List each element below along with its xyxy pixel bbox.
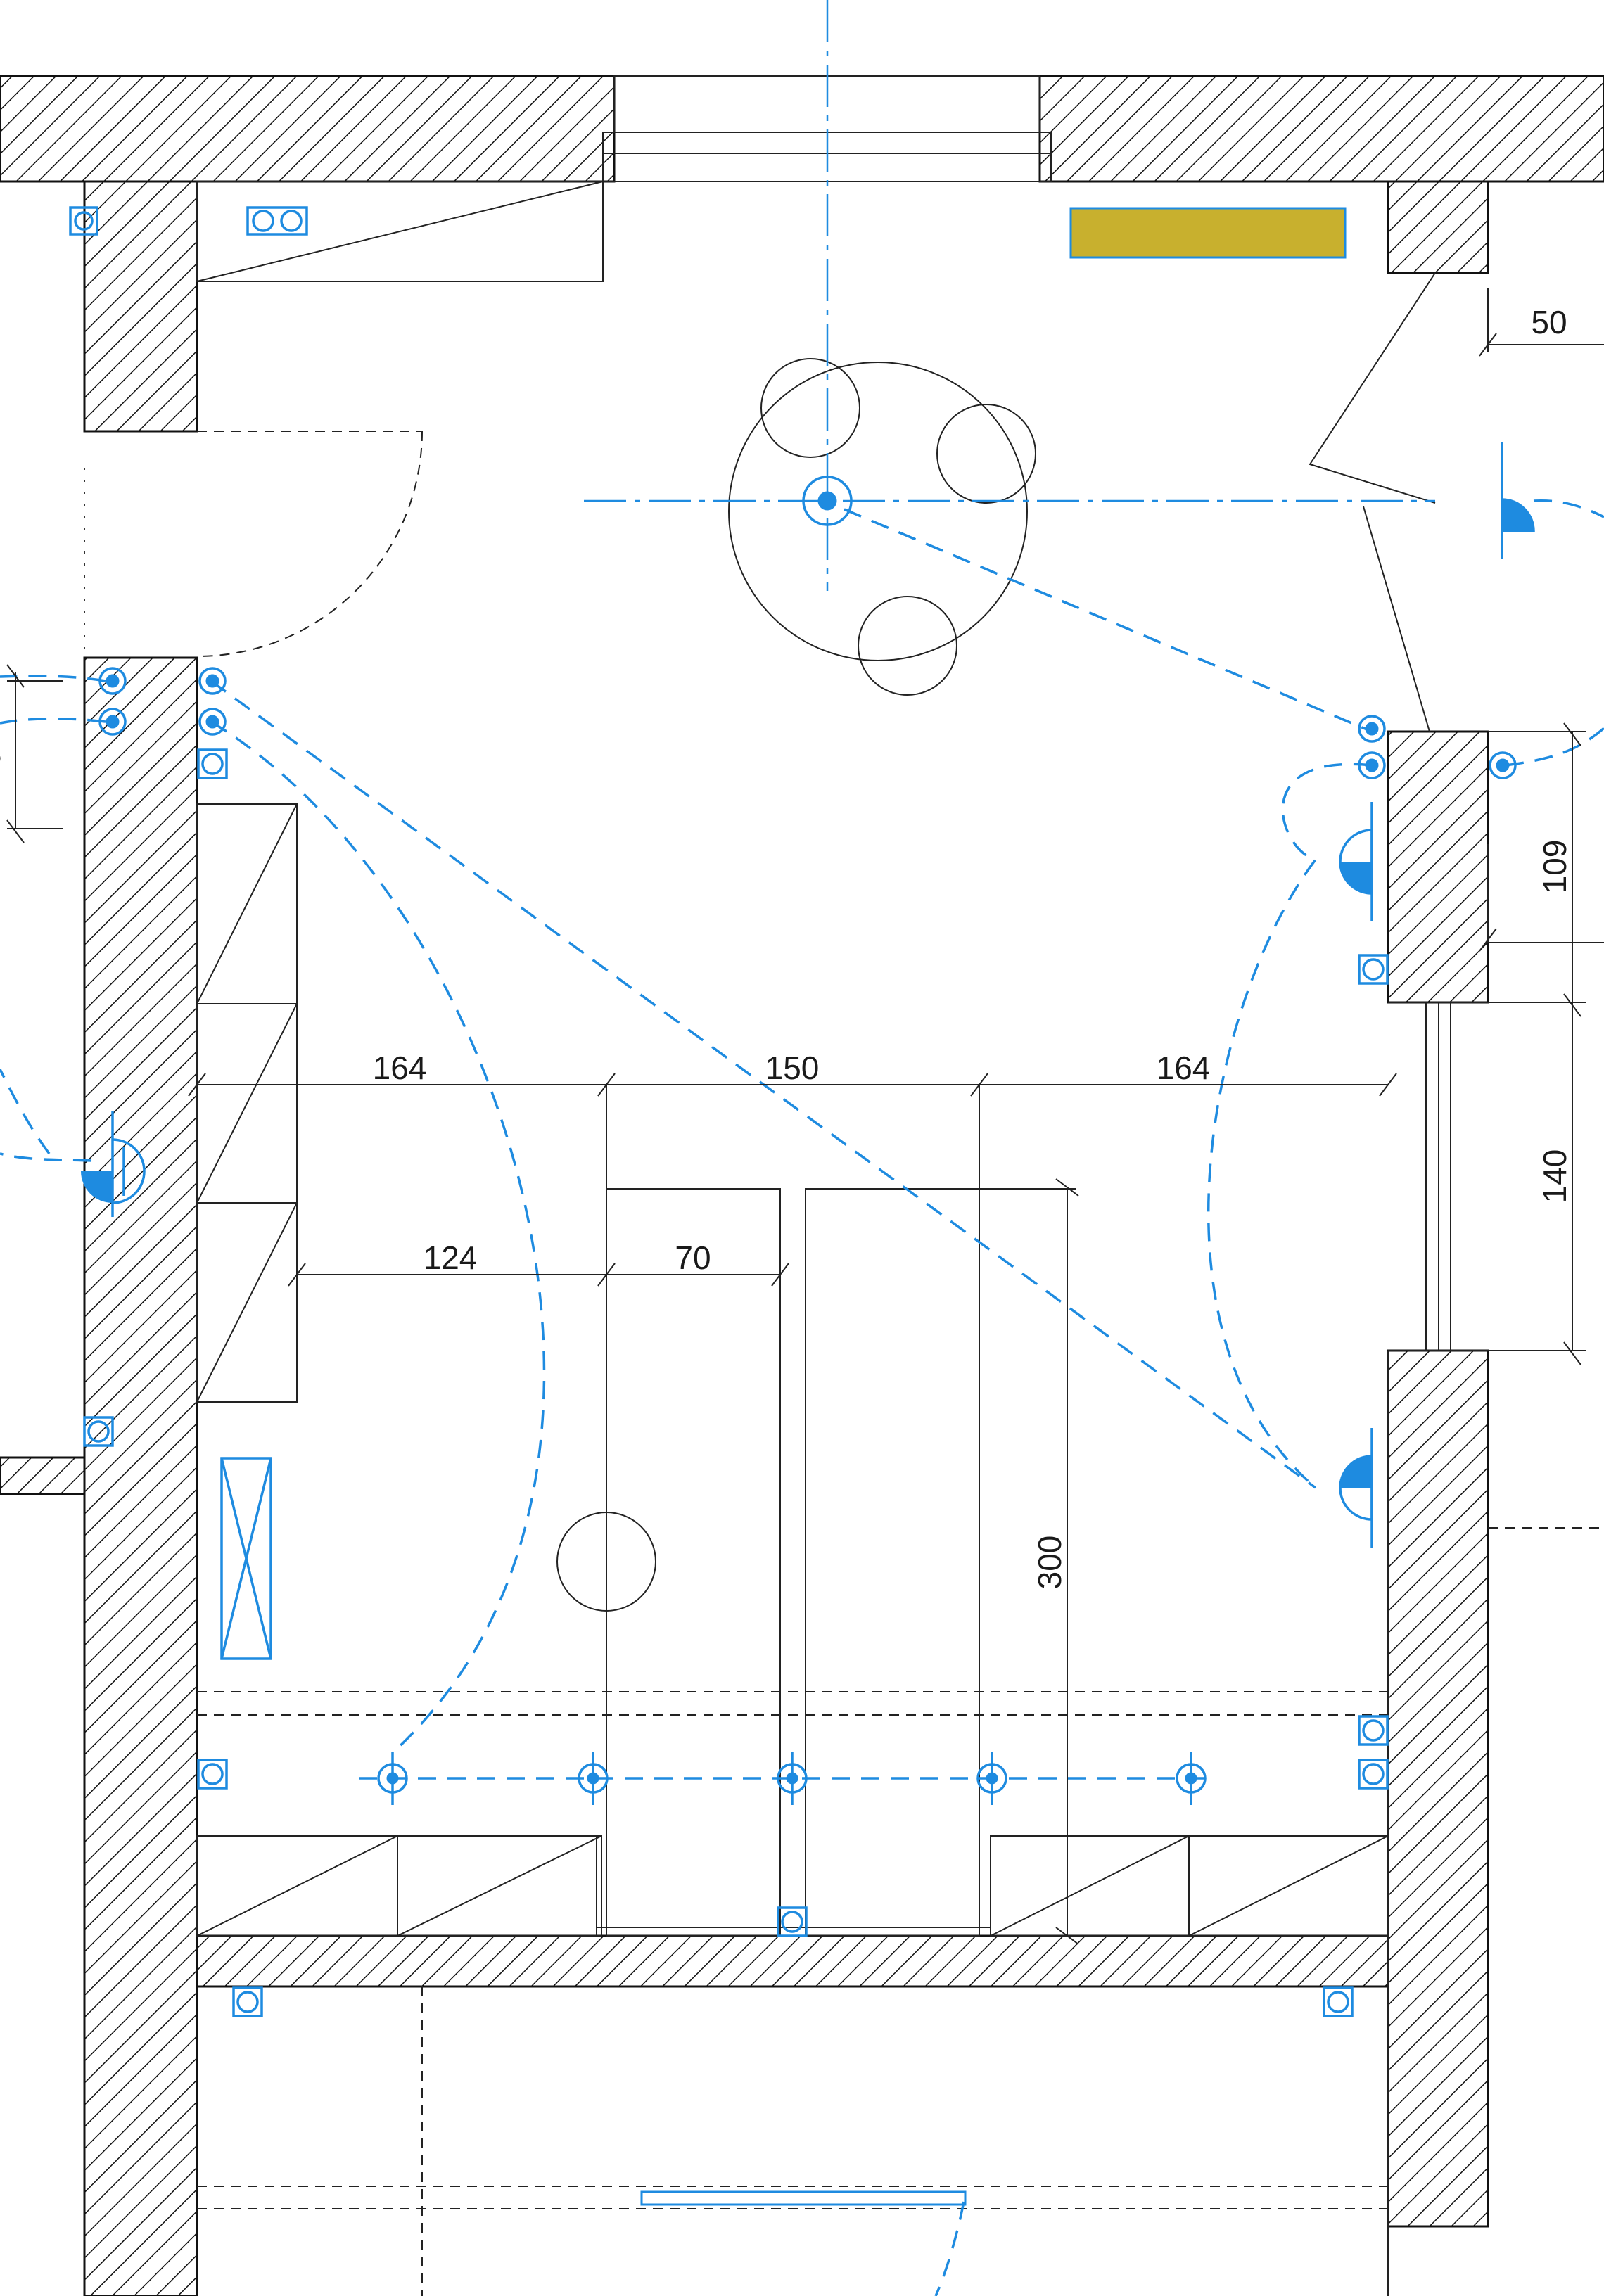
dim-label-62: 62 bbox=[0, 732, 7, 767]
dim-label-109: 109 bbox=[1536, 840, 1573, 894]
dim-label-124: 124 bbox=[424, 1239, 478, 1276]
dim-label-50: 50 bbox=[1531, 304, 1567, 340]
wall-lamp-icon bbox=[81, 1111, 146, 1217]
dimension-lines bbox=[6, 288, 1604, 1945]
top-shelf bbox=[196, 181, 604, 282]
switches bbox=[98, 667, 1517, 779]
spotlight-icon bbox=[976, 1752, 1007, 1805]
right-lower-wall bbox=[1387, 1349, 1489, 2228]
spotlights bbox=[377, 1752, 1207, 1805]
socket-icon bbox=[1358, 954, 1389, 985]
ceiling-light-icon bbox=[802, 476, 853, 526]
dim-label-300: 300 bbox=[1031, 1536, 1068, 1590]
top-wall-left bbox=[0, 75, 616, 183]
spotlight-icon bbox=[578, 1752, 609, 1805]
left-stub-wall bbox=[0, 1456, 86, 1495]
socket-icon bbox=[1323, 1986, 1354, 2017]
switch-icon bbox=[98, 708, 127, 736]
socket-icon bbox=[197, 748, 228, 779]
left-door bbox=[84, 431, 423, 657]
light-strip bbox=[640, 2190, 967, 2206]
switch-icon bbox=[1358, 751, 1386, 779]
left-upper-wall bbox=[83, 180, 198, 433]
switch-icon bbox=[198, 667, 227, 695]
right-double-door bbox=[1309, 272, 1436, 732]
dimension-labels: 164 150 164 124 70 50 300 109 140 62 bbox=[0, 304, 1573, 1589]
sockets bbox=[69, 206, 1389, 2017]
storage-box bbox=[220, 1457, 272, 1660]
switch-icon bbox=[1358, 715, 1386, 743]
dim-label-164-right: 164 bbox=[1157, 1050, 1211, 1086]
bottom-shelves bbox=[196, 1835, 1389, 1937]
left-cabinets bbox=[196, 803, 298, 1403]
right-window bbox=[1387, 1002, 1488, 2296]
switch-icon bbox=[1489, 751, 1517, 779]
beds bbox=[556, 1188, 980, 1937]
double-socket-icon bbox=[246, 206, 308, 236]
socket-icon bbox=[83, 1416, 114, 1447]
left-main-wall bbox=[83, 656, 198, 2296]
wall-lamp-icon bbox=[1501, 442, 1535, 559]
socket-icon bbox=[197, 1759, 228, 1790]
socket-icon bbox=[1358, 1759, 1389, 1790]
right-upper-wall bbox=[1387, 730, 1489, 1004]
dim-label-150: 150 bbox=[765, 1050, 820, 1086]
wall-lamp-icon bbox=[1339, 1428, 1373, 1548]
dim-label-70: 70 bbox=[675, 1239, 711, 1276]
spotlight-icon bbox=[777, 1752, 808, 1805]
radiator bbox=[1069, 207, 1347, 259]
wiring bbox=[0, 499, 1604, 2296]
spotlight-icon bbox=[377, 1752, 408, 1805]
dashed-ceiling-lines bbox=[197, 1527, 1604, 2296]
top-wall-right bbox=[1038, 75, 1604, 183]
socket-icon bbox=[777, 1906, 808, 1937]
socket-icon bbox=[1358, 1715, 1389, 1746]
spotlight-icon bbox=[1176, 1752, 1207, 1805]
walls bbox=[0, 75, 1604, 2296]
wall-lamp-icon bbox=[1339, 802, 1373, 921]
right-top-stub bbox=[1387, 180, 1489, 274]
dim-label-140: 140 bbox=[1536, 1149, 1573, 1204]
switch-icon bbox=[198, 708, 227, 736]
socket-icon bbox=[69, 206, 98, 236]
switch-icon bbox=[98, 667, 127, 695]
chandelier bbox=[728, 358, 1036, 696]
wall-lamps bbox=[81, 442, 1535, 1548]
dim-label-164-left: 164 bbox=[373, 1050, 427, 1086]
socket-icon bbox=[232, 1986, 263, 2017]
inner-partition-wall bbox=[196, 1934, 1389, 1988]
